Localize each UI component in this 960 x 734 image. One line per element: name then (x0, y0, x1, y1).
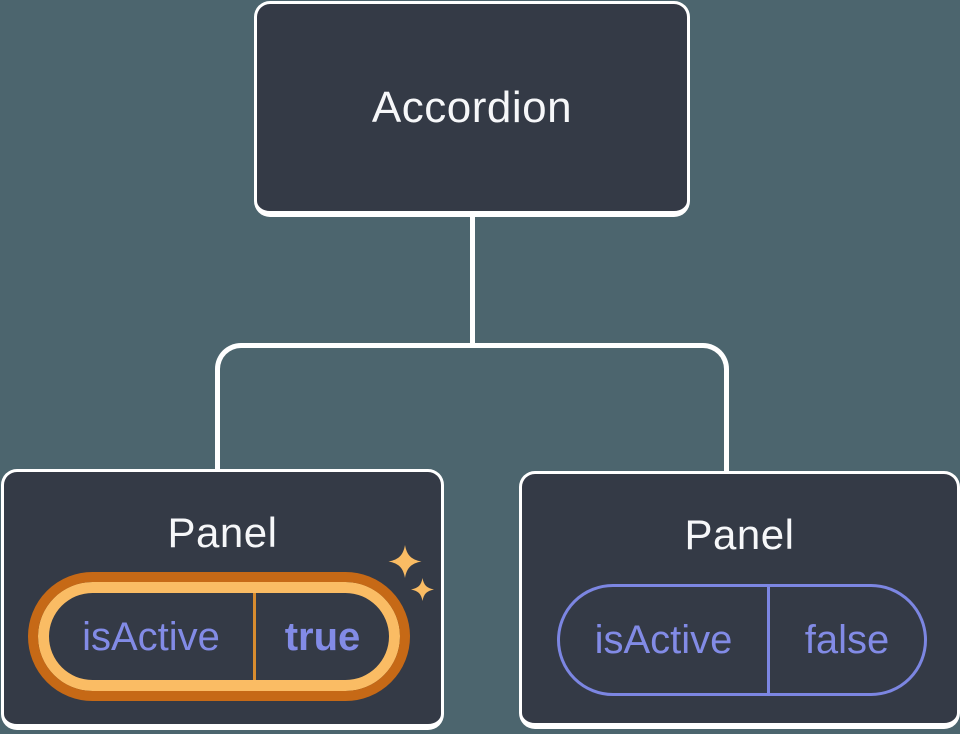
state-pill-inactive: isActive false (557, 584, 927, 696)
panel-label: Panel (684, 511, 795, 558)
state-value: true (284, 614, 361, 659)
state-name: isActive (49, 593, 257, 680)
panel-node-active: Panel isActive true (1, 469, 444, 730)
state-pill-active: isActive true (28, 572, 410, 701)
panel-label: Panel (167, 509, 278, 556)
state-value: false (804, 618, 890, 662)
state-name: isActive (560, 587, 771, 693)
accordion-label: Accordion (371, 82, 573, 132)
connector-bracket (215, 343, 729, 474)
panel-node-inactive: Panel isActive false (519, 471, 960, 729)
accordion-node: Accordion (254, 1, 690, 217)
sparkle-small-icon (411, 578, 434, 601)
sparkle-large-icon (388, 545, 422, 578)
state-pill-content: isActive true (49, 593, 389, 680)
connector-stem (470, 212, 475, 348)
